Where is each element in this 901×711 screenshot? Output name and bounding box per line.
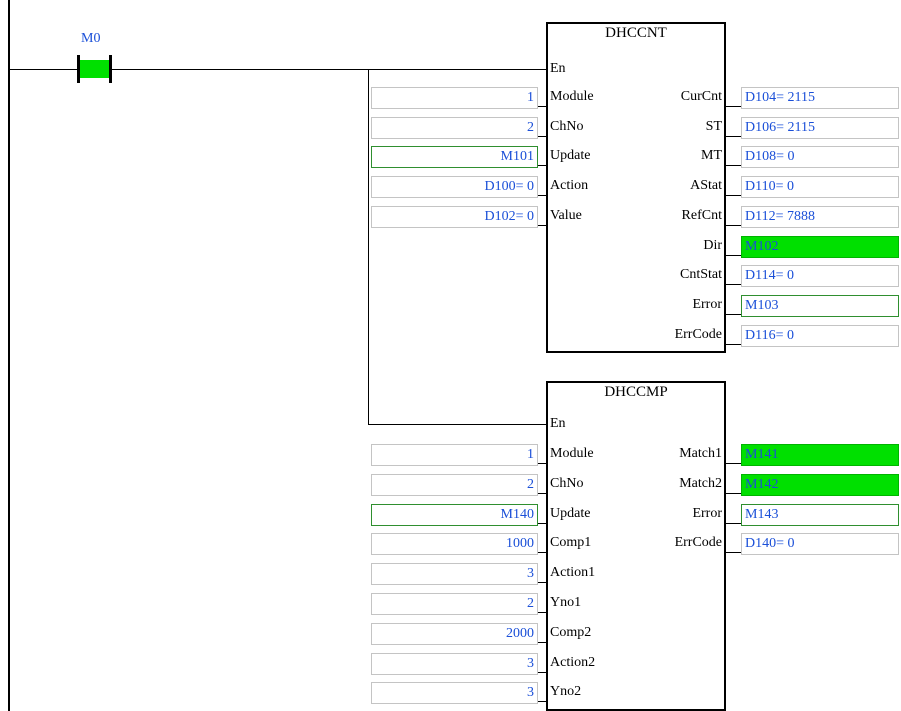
dhccmp-output-pin-line (726, 552, 743, 554)
dhccnt-output-pin-line (726, 135, 743, 137)
dhccmp-input-action2-label: Action2 (550, 654, 596, 670)
dhccnt-output-pin-line (726, 195, 743, 197)
rung-wire-to-dhccmp-en (368, 424, 548, 425)
dhccnt-input-action-label: Action (550, 178, 589, 194)
dhccmp-output-error-label: Error (692, 505, 722, 521)
dhccnt-output-errcode-label: ErrCode (674, 326, 722, 342)
dhccnt-input-pin-line (538, 135, 548, 137)
contact-label: M0 (81, 31, 101, 46)
contact-on-indicator (80, 60, 109, 78)
dhccmp-input-pin-line (538, 552, 548, 554)
dhccnt-output-pin-line (726, 224, 743, 226)
dhccnt-input-pin-line (538, 165, 548, 167)
dhccmp-input-update-value[interactable]: M140 (371, 503, 538, 526)
dhccmp-output-match2-value[interactable]: M142 (741, 473, 899, 496)
dhccmp-input-yno2-value[interactable]: 3 (371, 682, 538, 705)
dhccnt-output-pin-line (726, 343, 743, 345)
dhccnt-input-pin-line (538, 195, 548, 197)
dhccmp-title: DHCCMP (604, 384, 668, 400)
dhccnt-block[interactable] (546, 22, 726, 353)
dhccnt-output-mt-value[interactable]: D108= 0 (741, 146, 899, 169)
dhccmp-output-error-value[interactable]: M143 (741, 503, 899, 526)
dhccmp-input-comp2-label: Comp2 (550, 624, 592, 640)
dhccnt-input-value-value[interactable]: D102= 0 (371, 205, 538, 228)
dhccmp-input-pin-line (538, 522, 548, 524)
dhccnt-output-curcnt-value[interactable]: D104= 2115 (741, 87, 899, 109)
dhccmp-input-pin-line (538, 671, 548, 673)
dhccnt-output-dir-value[interactable]: M102 (741, 235, 899, 258)
dhccnt-input-module-label: Module (550, 89, 594, 104)
dhccnt-output-cntstat-label: CntStat (679, 267, 722, 283)
dhccnt-output-astat-value[interactable]: D110= 0 (741, 176, 899, 199)
dhccmp-input-pin-line (538, 492, 548, 494)
rung-branch-wire (368, 69, 369, 425)
dhccmp-input-action1-value[interactable]: 3 (371, 563, 538, 586)
dhccnt-output-astat-label: AStat (690, 178, 722, 194)
dhccmp-output-match1-label: Match1 (679, 446, 722, 461)
dhccnt-input-value-label: Value (550, 207, 582, 223)
dhccnt-output-error-value[interactable]: M103 (741, 294, 899, 317)
dhccnt-output-pin-line (726, 254, 743, 256)
contact-left-bar (77, 55, 80, 83)
dhccmp-output-match2-label: Match2 (679, 475, 722, 491)
contact-right-bar (109, 55, 112, 83)
dhccmp-output-errcode-value[interactable]: D140= 0 (741, 533, 899, 556)
dhccmp-output-pin-line (726, 522, 743, 524)
dhccnt-output-cntstat-value[interactable]: D114= 0 (741, 265, 899, 288)
dhccnt-output-pin-line (726, 165, 743, 167)
dhccnt-input-action-value[interactable]: D100= 0 (371, 176, 538, 199)
dhccmp-block[interactable] (546, 381, 726, 711)
dhccmp-input-update-label: Update (550, 505, 591, 521)
rung-wire-rail-to-contact (10, 69, 77, 70)
dhccnt-output-mt-label: MT (701, 148, 722, 164)
dhccmp-input-pin-line (538, 582, 548, 584)
dhccnt-output-dir-label: Dir (703, 237, 722, 253)
dhccmp-input-yno2-label: Yno2 (550, 684, 582, 700)
dhccnt-output-error-label: Error (692, 296, 722, 312)
dhccnt-output-st-value[interactable]: D106= 2115 (741, 116, 899, 139)
dhccmp-input-pin-line (538, 612, 548, 613)
dhccmp-input-yno1-value[interactable]: 2 (371, 593, 538, 615)
dhccmp-input-chno-label: ChNo (550, 475, 584, 491)
dhccmp-input-comp1-label: Comp1 (550, 535, 592, 551)
rung-wire-to-dhccnt-en (112, 69, 548, 70)
dhccnt-input-chno-label: ChNo (550, 118, 584, 134)
dhccnt-output-pin-line (726, 313, 743, 315)
dhccmp-input-comp1-value[interactable]: 1000 (371, 533, 538, 556)
dhccmp-output-match1-value[interactable]: M141 (741, 444, 899, 466)
dhccmp-input-yno1-label: Yno1 (550, 595, 582, 610)
dhccnt-output-pin-line (726, 284, 743, 286)
left-power-rail (8, 0, 10, 711)
dhccmp-input-module-label: Module (550, 446, 594, 461)
dhccnt-input-chno-value[interactable]: 2 (371, 116, 538, 139)
dhccmp-output-errcode-label: ErrCode (674, 535, 722, 551)
dhccmp-input-chno-value[interactable]: 2 (371, 473, 538, 496)
dhccmp-output-pin-line (726, 463, 743, 464)
dhccmp-input-pin-line (538, 463, 548, 464)
dhccnt-output-curcnt-label: CurCnt (680, 89, 722, 104)
dhccnt-output-errcode-value[interactable]: D116= 0 (741, 324, 899, 347)
dhccmp-en-label: En (550, 416, 566, 431)
dhccnt-input-module-value[interactable]: 1 (371, 87, 538, 109)
dhccnt-output-refcnt-label: RefCnt (681, 207, 722, 223)
dhccnt-en-label: En (550, 61, 566, 76)
dhccnt-input-pin-line (538, 106, 548, 107)
dhccnt-output-pin-line (726, 106, 743, 107)
dhccnt-input-update-label: Update (550, 148, 591, 164)
dhccmp-input-module-value[interactable]: 1 (371, 444, 538, 466)
dhccmp-input-pin-line (538, 641, 548, 643)
dhccnt-input-update-value[interactable]: M101 (371, 146, 538, 169)
dhccnt-input-pin-line (538, 224, 548, 226)
dhccmp-input-action1-label: Action1 (550, 565, 596, 581)
dhccmp-input-action2-value[interactable]: 3 (371, 652, 538, 675)
dhccmp-input-comp2-value[interactable]: 2000 (371, 622, 538, 645)
dhccmp-input-pin-line (538, 701, 548, 703)
dhccnt-output-refcnt-value[interactable]: D112= 7888 (741, 205, 899, 228)
dhccmp-output-pin-line (726, 492, 743, 494)
dhccnt-output-st-label: ST (705, 118, 722, 134)
dhccnt-title: DHCCNT (605, 25, 667, 41)
